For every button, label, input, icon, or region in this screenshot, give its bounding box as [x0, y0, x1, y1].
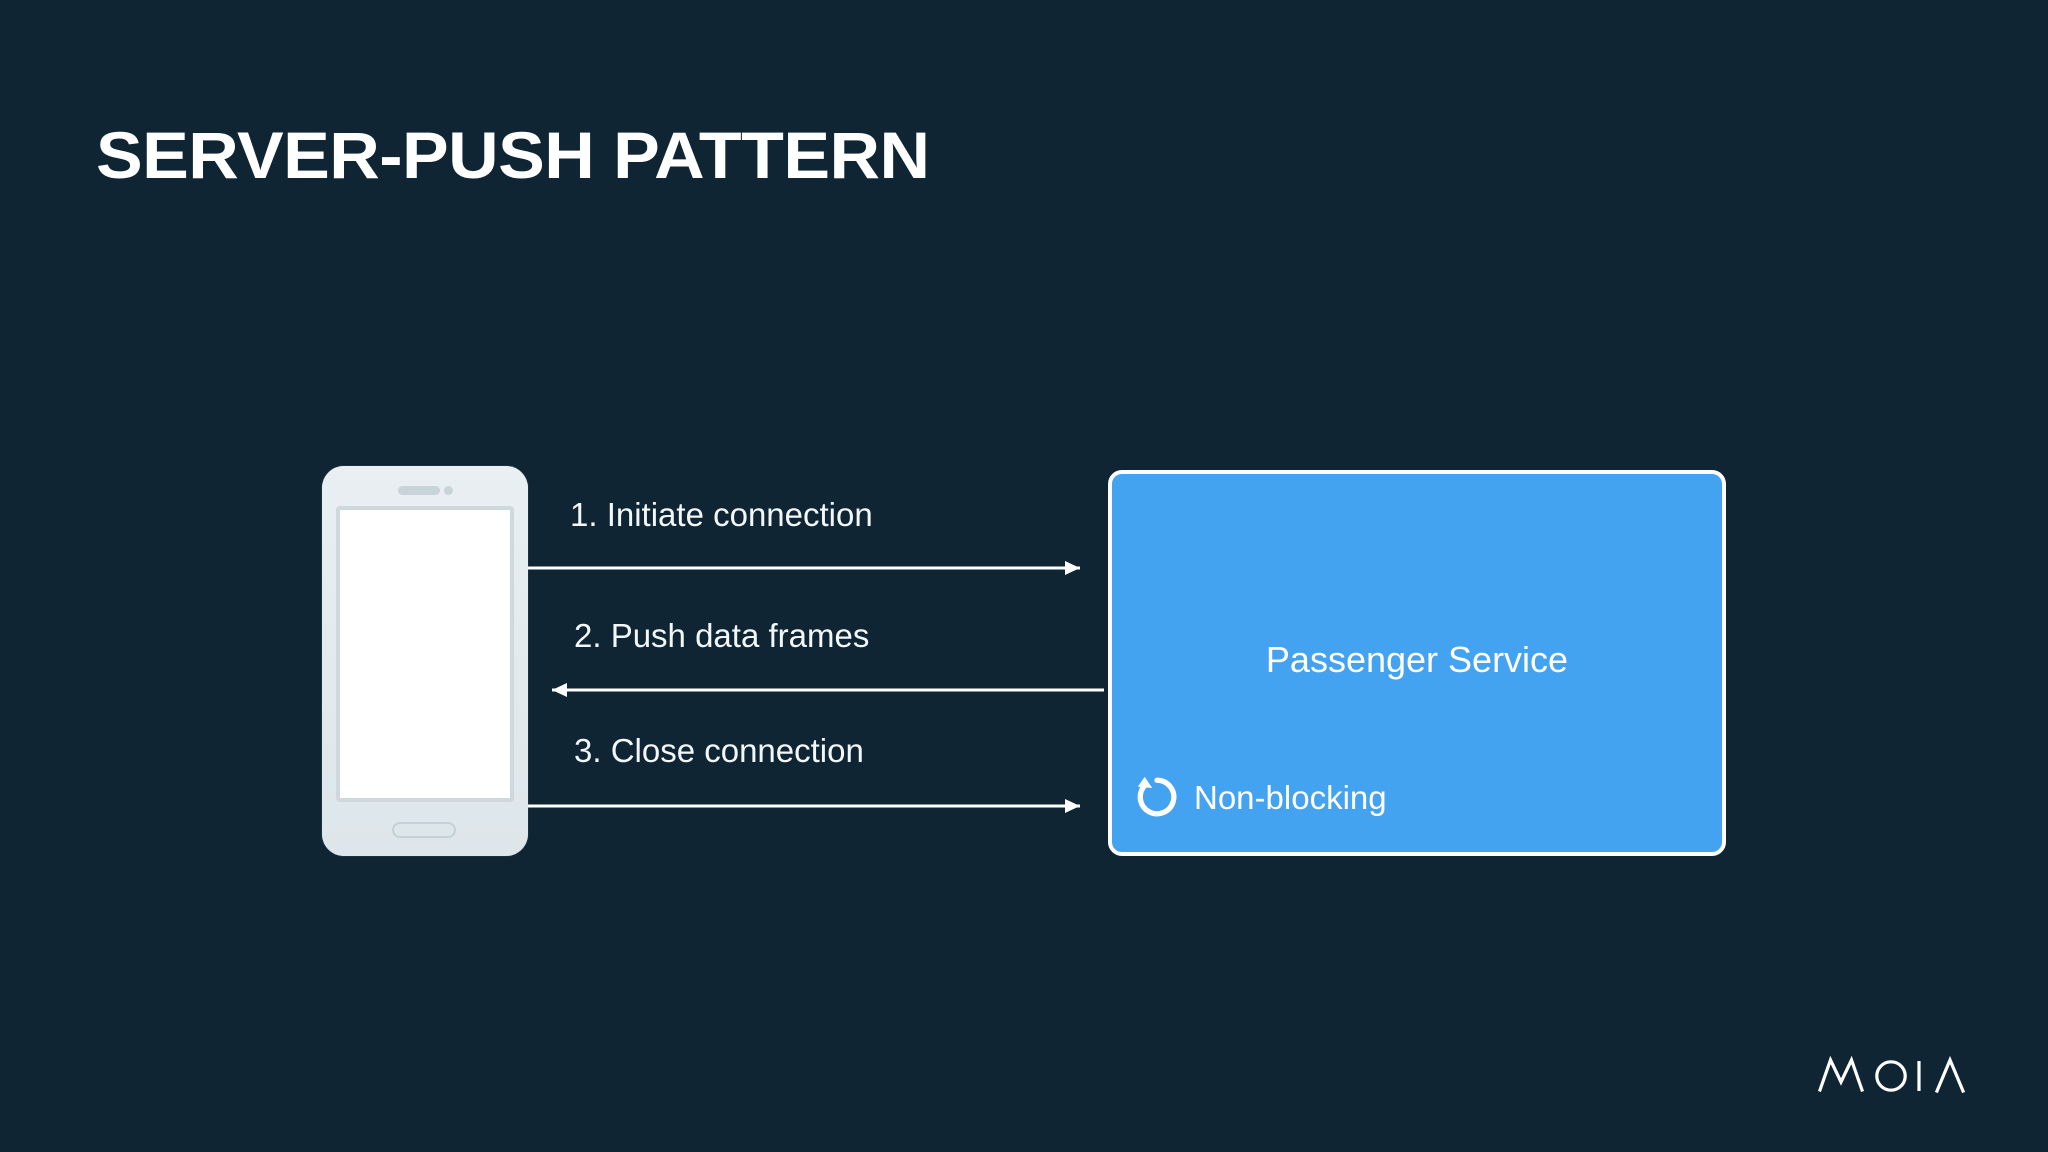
phone-camera-icon	[444, 486, 453, 495]
flow-label-1: 1. Initiate connection	[570, 496, 873, 533]
phone-home-button[interactable]	[392, 822, 456, 838]
moia-logo-mark	[1818, 1055, 1966, 1094]
non-blocking-label: Non-blocking	[1194, 778, 1387, 816]
page-title: SERVER-PUSH PATTERN	[96, 118, 930, 192]
phone-screen	[336, 506, 514, 802]
flow-label-2: 2. Push data frames	[574, 617, 870, 654]
service-box-passenger-service[interactable]: Passenger Service Non-blocking	[1108, 470, 1726, 856]
moia-logo	[1818, 1054, 1966, 1094]
service-box-title: Passenger Service	[1265, 639, 1569, 680]
flow-label-3: 3. Close connection	[574, 732, 864, 769]
refresh-loop-icon	[1137, 776, 1177, 817]
phone-speaker-grille-icon	[398, 486, 440, 495]
non-blocking-badge: Non-blocking	[1134, 774, 1387, 820]
client-device-phone	[322, 466, 528, 856]
